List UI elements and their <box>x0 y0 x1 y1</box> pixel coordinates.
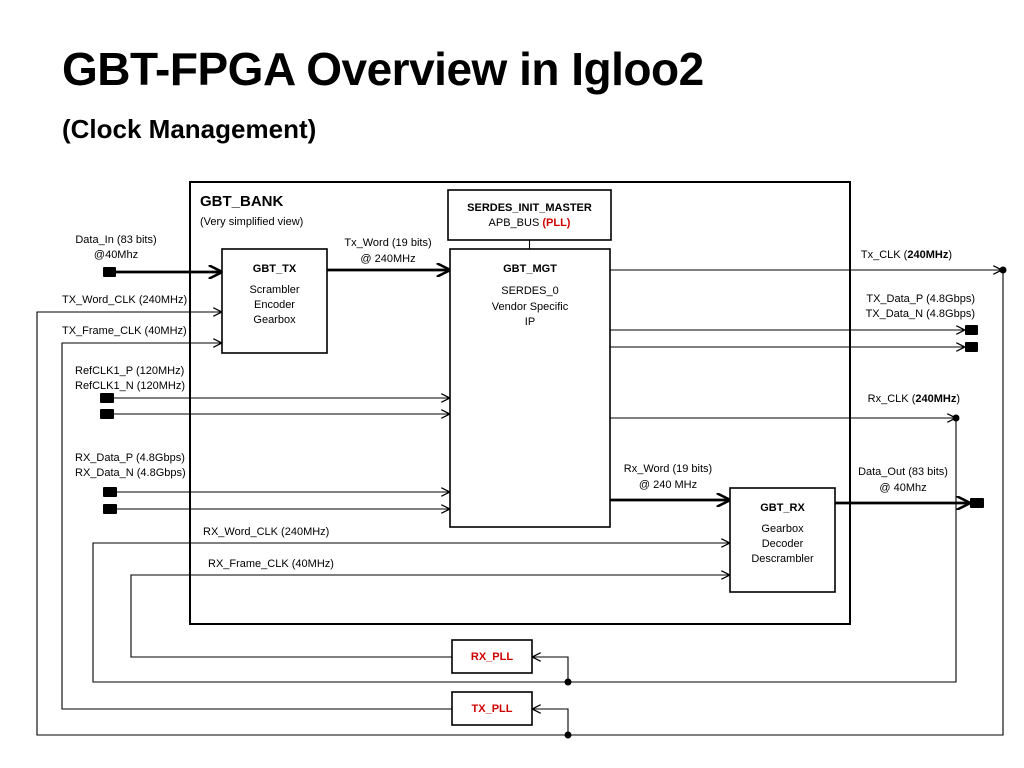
tx-word-label-2: @ 240MHz <box>360 253 415 265</box>
data-out-label-1: Data_Out (83 bits) <box>858 466 948 478</box>
gbt-mgt-block: GBT_MGT SERDES_0 Vendor Specific IP <box>449 248 611 528</box>
gbt-rx-line-1: Gearbox <box>761 523 804 535</box>
serdes-init-master-label: SERDES_INIT_MASTER <box>467 202 592 214</box>
rx-pll-block: RX_PLL <box>451 639 533 674</box>
refclk-n-label: RefCLK1_N (120MHz) <box>75 380 185 392</box>
gbt-mgt-label: GBT_MGT <box>503 263 557 275</box>
apb-bus-label: APB_BUS (PLL) <box>489 217 571 229</box>
gbt-tx-line-1: Scrambler <box>249 284 299 296</box>
refclk-p-label: RefCLK1_P (120MHz) <box>75 365 184 377</box>
apb-bus-pll-tag: (PLL) <box>542 217 570 229</box>
tx-data-p-pin <box>965 325 978 335</box>
page-title: GBT-FPGA Overview in Igloo2 <box>62 43 704 95</box>
rx-clk-label-freq: 240MHz <box>915 393 956 405</box>
tx-word-label-1: Tx_Word (19 bits) <box>344 237 431 249</box>
tx-frame-clk-label: TX_Frame_CLK (40MHz) <box>62 325 187 337</box>
tx-pll-label: TX_PLL <box>472 703 513 715</box>
rx-word-clk-wire <box>92 543 729 683</box>
rx-clk-label-suffix: ) <box>956 393 960 405</box>
tx-word-clk-wire <box>36 312 568 736</box>
gbt-bank-box <box>189 181 851 625</box>
tx-frame-clk-wire <box>61 343 452 710</box>
rx-frame-clk-wire <box>130 575 729 658</box>
gbt-tx-line-2: Encoder <box>254 299 295 311</box>
gbt-rx-line-2: Decoder <box>762 538 804 550</box>
rx-data-n-pin <box>103 504 117 514</box>
rx-frame-clk-label: RX_Frame_CLK (40MHz) <box>208 558 334 570</box>
rx-data-p-pin <box>103 487 117 497</box>
tx-data-n-label: TX_Data_N (4.8Gbps) <box>866 308 975 320</box>
rx-pll-label: RX_PLL <box>471 651 513 663</box>
gbt-tx-block: GBT_TX Scrambler Encoder Gearbox <box>221 248 328 354</box>
page-subtitle: (Clock Management) <box>62 114 317 144</box>
rx-data-p-label: RX_Data_P (4.8Gbps) <box>75 452 185 464</box>
tx-pll-block: TX_PLL <box>451 691 533 726</box>
gbt-mgt-line-3: IP <box>525 316 535 328</box>
gbt-bank-note: (Very simplified view) <box>200 216 303 228</box>
tx-clk-label-prefix: Tx_CLK ( <box>861 249 908 261</box>
tx-clk-down-wire <box>568 270 1004 736</box>
gbt-rx-label: GBT_RX <box>760 502 805 514</box>
data-in-pin <box>103 267 116 277</box>
tx-clk-label-freq: 240MHz <box>907 249 948 261</box>
data-in-label-2: @40Mhz <box>94 249 138 261</box>
rx-pll-ref-wire <box>533 657 569 682</box>
serdes-init-master-block: SERDES_INIT_MASTER APB_BUS (PLL) <box>447 189 612 241</box>
tx-clk-label-suffix: ) <box>948 249 952 261</box>
tx-data-n-pin <box>965 342 978 352</box>
gbt-tx-label: GBT_TX <box>253 263 297 275</box>
tx-clk-label: Tx_CLK (240MHz) <box>861 249 952 261</box>
tx-data-p-label: TX_Data_P (4.8Gbps) <box>866 293 975 305</box>
rx-word-label-2: @ 240 MHz <box>639 479 697 491</box>
gbt-tx-line-3: Gearbox <box>253 314 296 326</box>
rx-clk-label: Rx_CLK (240MHz) <box>868 393 960 405</box>
gbt-mgt-line-1: SERDES_0 <box>501 285 558 297</box>
apb-bus-text: APB_BUS <box>489 217 540 229</box>
rx-data-n-label: RX_Data_N (4.8Gbps) <box>75 467 186 479</box>
tx-word-clk-label: TX_Word_CLK (240MHz) <box>62 294 187 306</box>
gbt-rx-line-3: Descrambler <box>751 553 814 565</box>
data-out-label-2: @ 40Mhz <box>879 482 926 494</box>
data-out-pin <box>970 498 984 508</box>
rx-word-label-1: Rx_Word (19 bits) <box>624 463 712 475</box>
rx-clk-down-wire <box>568 418 957 683</box>
gbt-mgt-line-2: Vendor Specific <box>492 301 569 313</box>
data-in-label-1: Data_In (83 bits) <box>75 234 156 246</box>
rx-clk-label-prefix: Rx_CLK ( <box>868 393 916 405</box>
gbt-bank-label: GBT_BANK <box>200 193 284 210</box>
gbt-rx-block: GBT_RX Gearbox Decoder Descrambler <box>729 487 836 593</box>
refclk-n-pin <box>100 409 114 419</box>
tx-pll-ref-wire <box>533 709 569 735</box>
rx-word-clk-label: RX_Word_CLK (240MHz) <box>203 526 329 538</box>
refclk-p-pin <box>100 393 114 403</box>
